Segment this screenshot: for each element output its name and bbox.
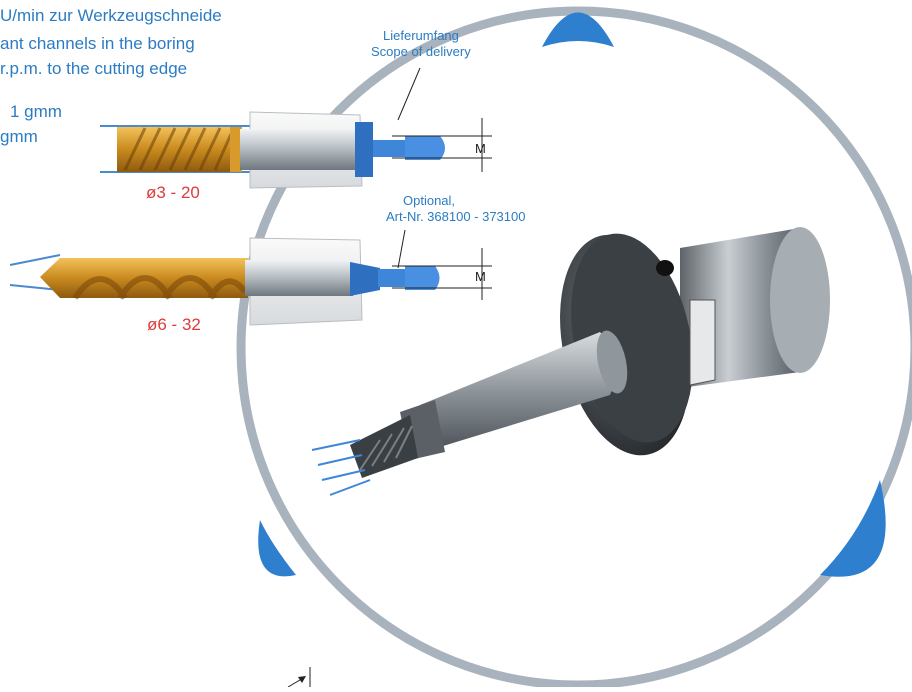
taper-cone — [420, 332, 616, 450]
tool-range-top: ø3 - 20 — [146, 183, 200, 202]
triangle-left — [258, 520, 296, 577]
tool-range-bottom: ø6 - 32 — [147, 315, 201, 334]
gmm-line-1: 1 gmm — [10, 102, 62, 121]
intro-line-2: ant channels in the boring — [0, 34, 195, 53]
corner-triangles — [258, 12, 886, 577]
delivery-label-en: Scope of delivery — [371, 44, 471, 59]
optional-article-number: Art-Nr. 368100 - 373100 — [386, 209, 526, 224]
tool-assembly-bottom — [9, 229, 492, 326]
triangle-right — [820, 480, 886, 577]
shank-bottom — [245, 260, 353, 296]
dimension-label-top: M — [475, 141, 486, 156]
delivery-label-de: Lieferumfang — [383, 28, 459, 43]
shank-top — [240, 129, 360, 170]
tool-assembly-top — [100, 67, 492, 189]
intro-line-1: U/min zur Werkzeugschneide — [0, 6, 222, 25]
tool-holder-render — [311, 227, 830, 496]
gmm-line-2: gmm — [0, 127, 38, 146]
intro-line-3: r.p.m. to the cutting edge — [0, 59, 188, 78]
optional-label: Optional, — [403, 193, 456, 208]
triangle-top — [542, 12, 614, 47]
dimension-label-bottom: M — [475, 269, 486, 284]
dimension-marker-bottom — [287, 667, 311, 688]
